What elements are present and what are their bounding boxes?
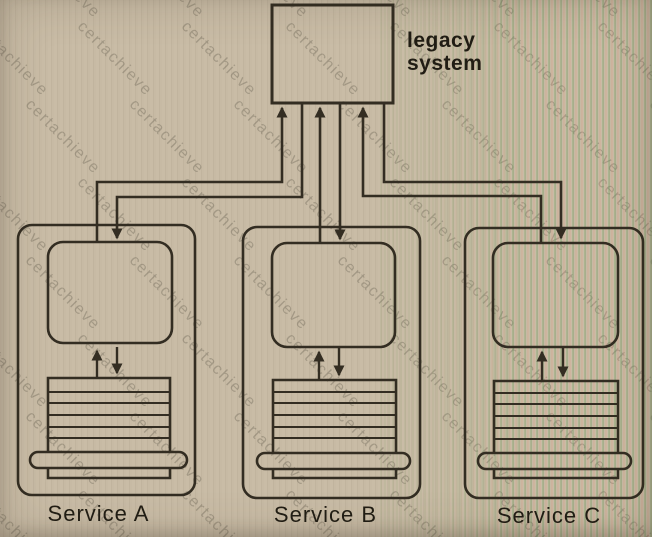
service-c-label: Service C — [496, 503, 602, 528]
service-a-outer-box — [16, 223, 197, 497]
service-b-label: Service B — [273, 502, 378, 527]
service-c-datastore-bottom — [492, 469, 620, 480]
legacy-system-label: legacy system — [407, 29, 482, 75]
service-a-datastore-base — [28, 450, 189, 470]
service-b-outer-box — [241, 225, 422, 500]
service-b-datastore-layers — [273, 391, 396, 439]
service-c-datastore-layers — [494, 392, 618, 440]
service-a-component-box — [46, 240, 174, 345]
service-c-outer-box — [463, 226, 645, 500]
service-b-datastore-base — [255, 451, 412, 471]
service-a-label: Service A — [47, 501, 150, 526]
arrow-legacy-to-service-c — [382, 104, 567, 240]
legacy-system-box — [270, 3, 395, 105]
service-b-datastore-bottom — [271, 469, 398, 480]
arrow-legacy-to-service-a — [111, 104, 304, 240]
service-b-component-box — [270, 241, 397, 349]
service-c-component-box — [491, 241, 620, 349]
legacy-label-line2: system — [407, 52, 483, 75]
arrow-service-a-to-legacy — [95, 106, 288, 243]
service-a-datastore-bottom — [46, 468, 172, 480]
arrow-service-c-to-legacy — [357, 106, 543, 244]
legacy-label-line1: legacy — [407, 29, 476, 52]
service-b-datastore-top — [271, 378, 398, 453]
service-a-datastore-layers — [48, 391, 170, 439]
service-c-datastore-base — [476, 451, 633, 471]
